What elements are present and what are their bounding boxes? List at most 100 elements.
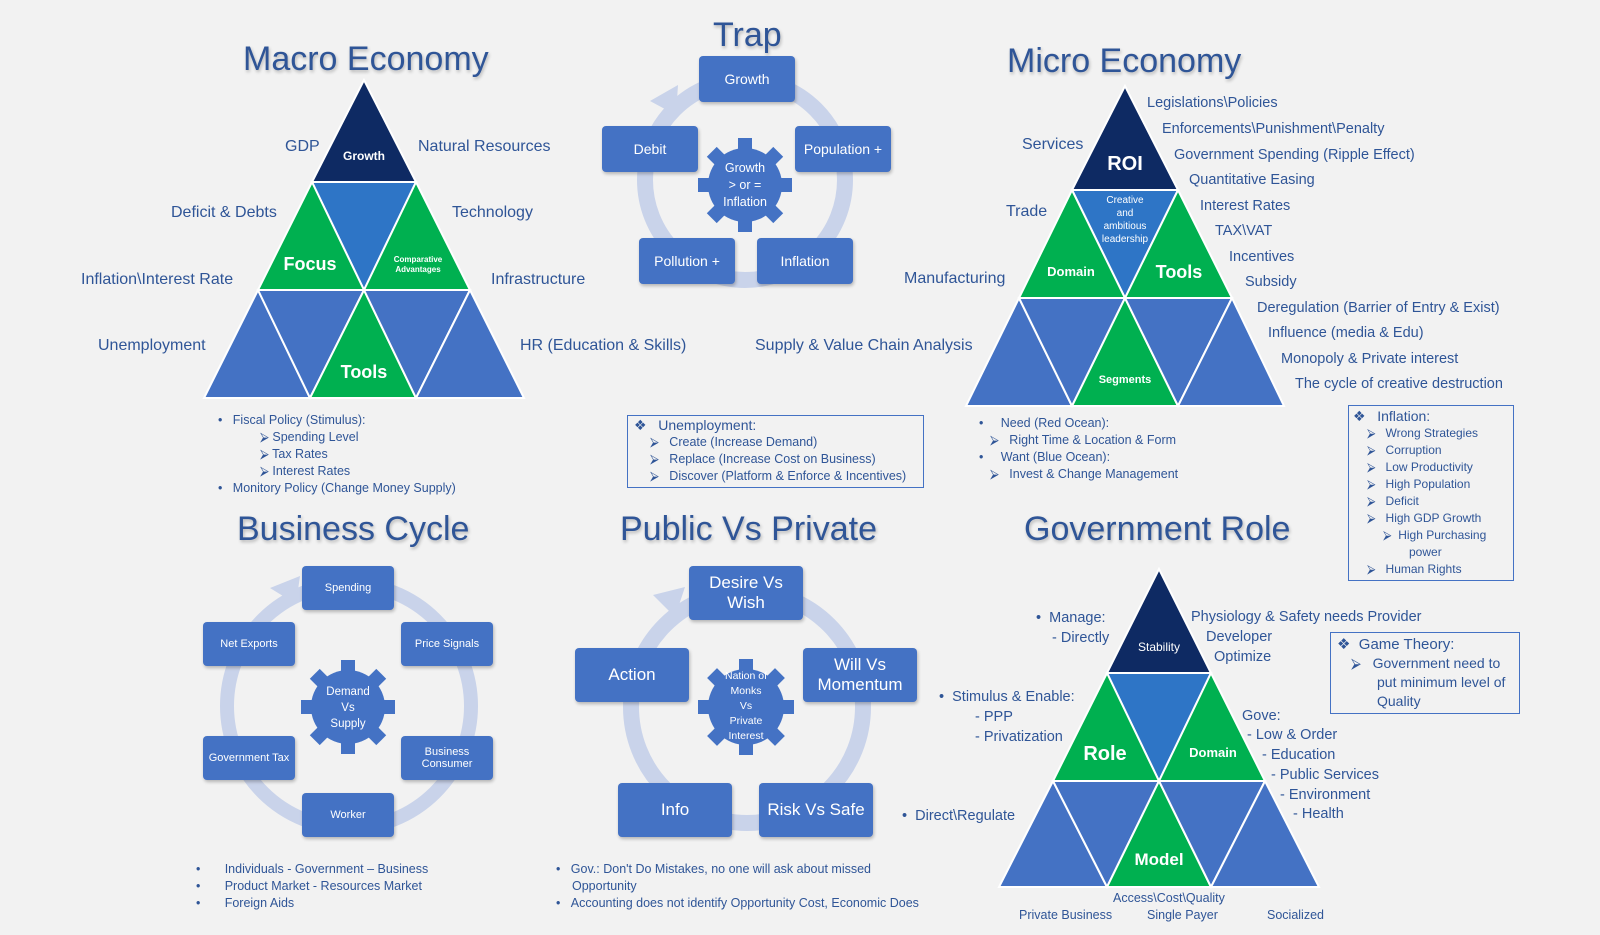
macro-comparative-label-1: Comparative [394, 255, 443, 264]
gov-right-item: - Health [1293, 806, 1344, 822]
trap-node-population: Population + [795, 126, 891, 172]
macro-title: Macro Economy [243, 40, 489, 78]
svg-text:leadership: leadership [1102, 234, 1149, 245]
micro-right-2: Government Spending (Ripple Effect) [1174, 147, 1415, 163]
gov-right-item: - Environment [1280, 787, 1371, 803]
game-theory-line: Government need to [1372, 655, 1501, 671]
micro-left-manufacturing: Manufacturing [904, 270, 1006, 287]
macro-bullet-fiscal: • Fiscal Policy (Stimulus): [218, 413, 366, 427]
inflation-box: ❖ Inflation: ⮚ Wrong Strategies ⮚ Corrup… [1348, 405, 1514, 581]
micro-roi-label: ROI [1107, 153, 1143, 175]
pp-bullet-gov-cont: Opportunity [572, 879, 637, 893]
macro-left-unemployment: Unemployment [98, 337, 206, 354]
micro-right-1: Enforcements\Punishment\Penalty [1162, 121, 1385, 137]
trap-title: Trap [713, 16, 782, 54]
trap-node-inflation: Inflation [757, 238, 853, 284]
gov-right-developer: Developer [1206, 629, 1273, 645]
inflation-sub-item-cont: power [1409, 545, 1442, 559]
micro-left-trade: Trade [1006, 203, 1048, 220]
micro-right-4: Interest Rates [1200, 198, 1291, 214]
micro-right-3: Quantitative Easing [1189, 172, 1315, 188]
svg-text:Nation of: Nation of [725, 670, 767, 682]
micro-bullet-need-sub: ⮚ Right Time & Location & Form [990, 433, 1177, 447]
macro-bullet-tax: ⮚ Tax Rates [260, 447, 328, 461]
gov-left-direct: • Direct\Regulate [902, 808, 1016, 824]
pp-node-info: Info [618, 783, 732, 837]
bc-node-price-signals: Price Signals [401, 622, 493, 666]
inflation-item: Corruption [1385, 443, 1442, 457]
svg-text:Creative: Creative [1106, 195, 1144, 206]
micro-right-6: Incentives [1229, 249, 1295, 265]
micro-left-supply: Supply & Value Chain Analysis [755, 337, 973, 354]
macro-left-inflation: Inflation\Interest Rate [81, 271, 234, 288]
gov-domain-label: Domain [1189, 745, 1237, 760]
pp-node-risk: Risk Vs Safe [759, 783, 873, 837]
trap-node-debit: Debit [602, 126, 698, 172]
gov-right-item: - Low & Order [1247, 727, 1338, 743]
svg-text:Inflation: Inflation [723, 195, 767, 209]
gov-left-privatization: - Privatization [975, 729, 1063, 745]
micro-right-9: Influence (media & Edu) [1268, 325, 1424, 341]
micro-tools-label: Tools [1156, 262, 1203, 282]
bc-bullet: • Individuals - Government – Business [196, 862, 429, 876]
bc-bullet: • Foreign Aids [196, 896, 295, 910]
bc-node-government-tax: Government Tax [203, 736, 295, 780]
gov-stability-label: Stability [1138, 640, 1180, 654]
gov-right-item: - Education [1262, 747, 1336, 763]
unemployment-item-replace: ⮚ Replace (Increase Cost on Business) [650, 452, 876, 466]
macro-bullet-interest: ⮚ Interest Rates [260, 464, 351, 478]
svg-text:> or =: > or = [729, 178, 762, 192]
game-theory-line: put minimum level of [1377, 674, 1506, 690]
bc-node-spending: Spending [302, 566, 394, 610]
gov-left-directly: - Directly [1052, 630, 1110, 646]
unemployment-box: ❖ Unemployment: ⮚ Create (Increase Deman… [627, 415, 924, 488]
gov-bottom-socialized: Socialized [1267, 908, 1324, 922]
micro-right-5: TAX\VAT [1215, 223, 1273, 239]
gov-bottom-access: Access\Cost\Quality [1113, 891, 1225, 905]
svg-text:Interest: Interest [728, 730, 763, 742]
macro-right-infrastructure: Infrastructure [491, 271, 586, 288]
macro-growth-label: Growth [343, 149, 385, 163]
gov-right-provider: Physiology & Safety needs Provider [1191, 609, 1422, 625]
svg-text:and: and [1117, 208, 1134, 219]
macro-left-deficit: Deficit & Debts [171, 204, 277, 221]
svg-text:Demand: Demand [326, 686, 369, 698]
gov-left-ppp: - PPP [975, 709, 1013, 725]
gov-role-title: Government Role [1024, 510, 1291, 548]
macro-bullet-spending: ⮚ Spending Level [260, 430, 359, 444]
business-cycle-title: Business Cycle [237, 510, 470, 548]
macro-left-gdp: GDP [285, 138, 320, 155]
game-theory-heading: Game Theory: [1358, 636, 1455, 653]
gov-right-gove: Gove: [1242, 708, 1281, 724]
bc-gear-icon: Demand Vs Supply [301, 660, 395, 754]
micro-domain-label: Domain [1047, 264, 1095, 279]
game-theory-line: Quality [1377, 693, 1421, 709]
svg-text:Vs: Vs [740, 700, 752, 712]
pp-bullet-accounting: • Accounting does not identify Opportuni… [556, 896, 919, 910]
svg-text:Private: Private [730, 715, 763, 727]
bc-node-net-exports: Net Exports [203, 622, 295, 666]
macro-focus-label: Focus [283, 254, 336, 274]
micro-right-10: Monopoly & Private interest [1281, 351, 1459, 367]
gov-left-stimulus: • Stimulus & Enable: [939, 689, 1075, 705]
unemployment-item-create: ⮚ Create (Increase Demand) [650, 435, 818, 449]
inflation-heading: Inflation: [1377, 408, 1431, 424]
gov-right-optimize: Optimize [1214, 649, 1272, 665]
gov-model-label: Model [1134, 850, 1183, 869]
pp-node-action: Action [575, 648, 689, 702]
micro-right-0: Legislations\Policies [1147, 95, 1278, 111]
gov-bottom-single: Single Payer [1147, 908, 1218, 922]
pp-gear-icon: Nation of Monks Vs Private Interest [698, 659, 794, 755]
micro-segments-label: Segments [1099, 374, 1152, 386]
inflation-item: Human Rights [1385, 562, 1462, 576]
trap-gear-icon: Growth > or = Inflation [698, 138, 792, 232]
svg-text:ambitious: ambitious [1104, 221, 1147, 232]
unemployment-item-discover: ⮚ Discover (Platform & Enforce & Incenti… [650, 469, 907, 483]
micro-bullet-need: • Need (Red Ocean): [979, 416, 1110, 430]
micro-bullet-want: • Want (Blue Ocean): [979, 450, 1111, 464]
micro-bullet-want-sub: ⮚ Invest & Change Management [990, 467, 1179, 481]
svg-text:Supply: Supply [330, 718, 365, 730]
macro-right-hr: HR (Education & Skills) [520, 337, 687, 354]
gov-role-label: Role [1083, 743, 1126, 765]
